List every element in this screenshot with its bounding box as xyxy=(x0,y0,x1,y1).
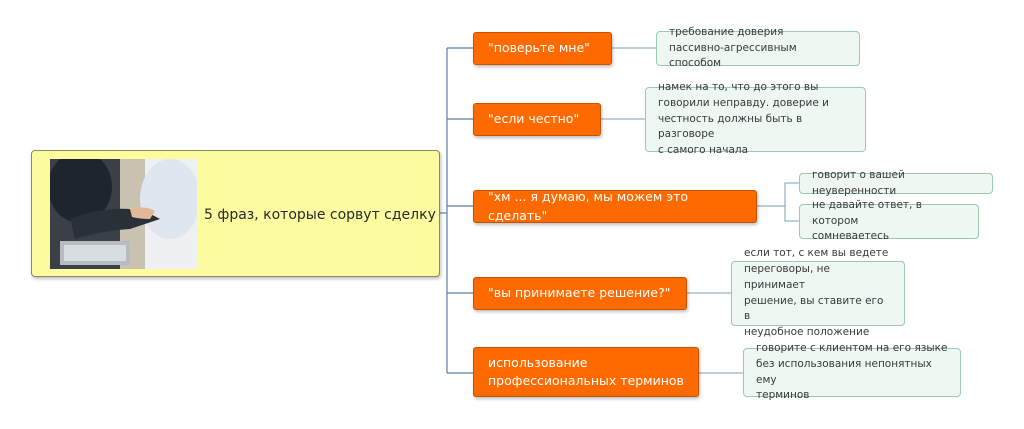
note-node-5[interactable]: говорите с клиентом на его языке без исп… xyxy=(743,342,961,401)
note-text: требование доверия пассивно-агрессивным … xyxy=(669,25,797,70)
phrase-node-1[interactable]: "поверьте мне" xyxy=(473,32,612,65)
central-title: 5 фраз, которые сорвут сделку xyxy=(204,207,436,223)
phrase-text: "если честно" xyxy=(488,111,580,127)
note-text: не давайте ответ, в котором сомневаетесь xyxy=(812,198,922,243)
connector-note-3b xyxy=(784,206,799,222)
note-text: если тот, с кем вы ведете переговоры, не… xyxy=(744,247,889,338)
phrase-node-2[interactable]: "если честно" xyxy=(473,103,601,136)
connector-note-3a xyxy=(757,182,799,207)
phrase-text: "вы принимаете решение?" xyxy=(488,285,671,301)
note-node-4[interactable]: если тот, с кем вы ведете переговоры, не… xyxy=(731,247,905,338)
phrase-node-3[interactable]: "хм ... я думаю, мы можем это сделать" xyxy=(473,189,757,223)
phrase-node-5[interactable]: использование профессиональных терминов xyxy=(473,347,699,397)
note-text: говорите с клиентом на его языке без исп… xyxy=(756,342,948,402)
phrase-node-4[interactable]: "вы принимаете решение?" xyxy=(473,277,687,310)
handshake-photo xyxy=(50,159,197,269)
central-topic[interactable]: 5 фраз, которые сорвут сделку xyxy=(31,150,440,277)
phrase-text: "поверьте мне" xyxy=(488,40,590,56)
note-node-3a[interactable]: говорит о вашей неуверенности xyxy=(799,169,993,197)
note-node-2[interactable]: намек на то, что до этого вы говорили не… xyxy=(645,81,866,156)
phrase-text: использование профессиональных терминов xyxy=(488,354,684,388)
note-node-1[interactable]: требование доверия пассивно-агрессивным … xyxy=(656,26,860,69)
phrase-text: "хм ... я думаю, мы можем это сделать" xyxy=(488,189,689,223)
note-text: намек на то, что до этого вы говорили не… xyxy=(658,81,829,157)
note-node-3b[interactable]: не давайте ответ, в котором сомневаетесь xyxy=(799,199,979,242)
note-text: говорит о вашей неуверенности xyxy=(812,168,905,197)
